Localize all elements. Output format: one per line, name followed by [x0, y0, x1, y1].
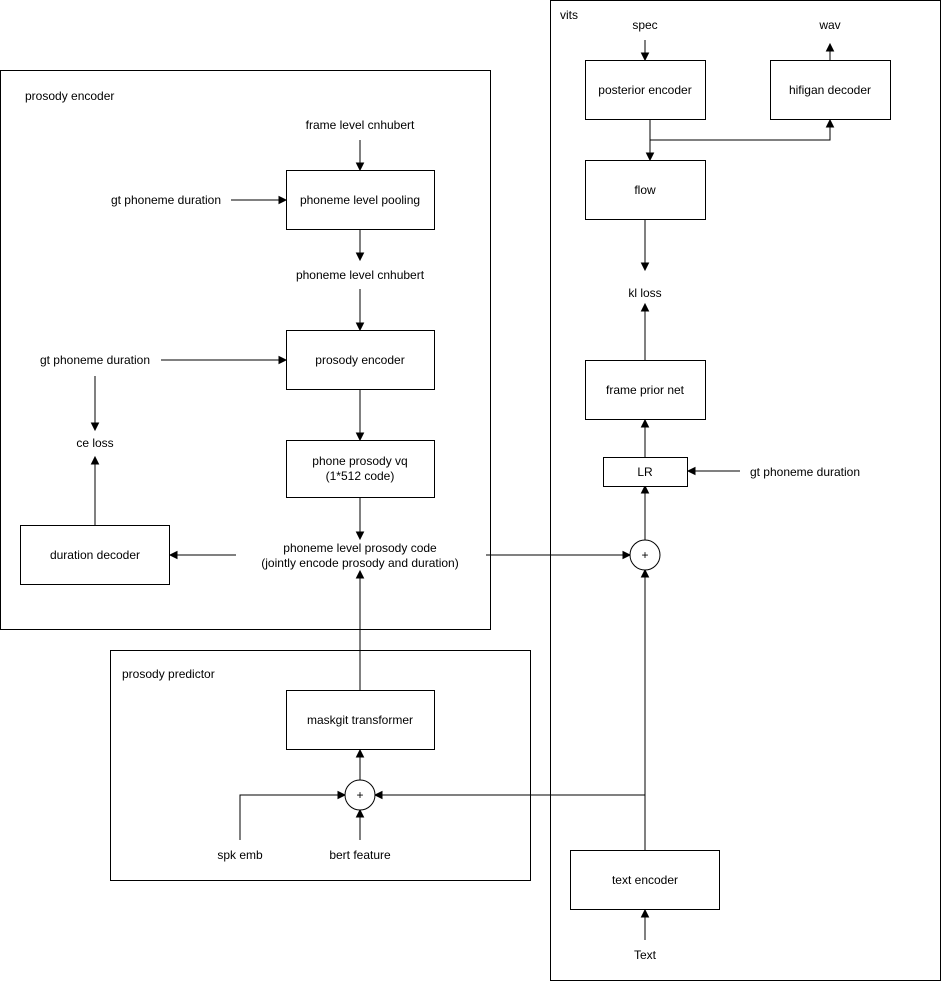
vits-group-label: vits: [560, 8, 578, 22]
arrowhead: [355, 531, 365, 541]
phoneme-level-pooling-box: [286, 170, 435, 230]
hifigan-decoder-label: hifigan decoder: [789, 83, 871, 97]
arrowhead: [640, 302, 650, 312]
arrowhead: [622, 550, 632, 560]
lr-box: [603, 457, 688, 487]
arrowhead: [825, 42, 835, 52]
kl-loss-label: kl loss: [628, 286, 661, 300]
hifigan-decoder-box: [770, 60, 891, 120]
arrowhead: [373, 790, 383, 800]
arrowhead: [640, 908, 650, 918]
arrowhead: [640, 568, 650, 578]
gt-phoneme-duration-label: gt phoneme duration: [111, 193, 221, 207]
frame-level-cnhubert-label: frame level cnhubert: [306, 118, 415, 132]
phoneme-level-cnhubert-label: phoneme level cnhubert: [296, 268, 425, 282]
text-encoder-label: text encoder: [612, 873, 678, 887]
arrowhead: [355, 252, 365, 262]
arrowhead: [355, 162, 365, 172]
arrowhead: [90, 455, 100, 465]
arrowhead: [278, 195, 288, 205]
edge-spkemb-to-predplus: [239, 794, 339, 840]
arrowhead: [355, 748, 365, 758]
maskgit-transformer-label: maskgit transformer: [307, 713, 413, 727]
arrowhead: [640, 262, 650, 272]
arrowhead: [278, 355, 288, 365]
spk-emb-label: spk emb: [217, 848, 263, 862]
prosody-encoder-box: [286, 330, 435, 390]
gt-phoneme-duration-label: gt phoneme duration: [40, 353, 150, 367]
posterior-encoder-label: posterior encoder: [598, 83, 691, 97]
duration-decoder-box: [20, 525, 170, 585]
phone-prosody-vq-sublabel: (1*512 code): [326, 469, 395, 483]
flow-box: [585, 160, 706, 220]
prosody-encoder-group-label: prosody encoder: [25, 89, 114, 103]
predictor-plus-node: [344, 779, 376, 811]
gt-phoneme-duration-label: gt phoneme duration: [750, 465, 860, 479]
phoneme-level-pooling-label: phoneme level pooling: [300, 193, 420, 207]
arrowhead: [355, 808, 365, 818]
arrowhead: [640, 418, 650, 428]
prosody-encoder-group: [0, 70, 491, 630]
phone-prosody-vq-label: phone prosody vq: [312, 454, 407, 468]
ce-loss-label: ce loss: [76, 436, 113, 450]
arrowhead: [355, 432, 365, 442]
posterior-encoder-box: [585, 60, 706, 120]
wav-label: wav: [818, 18, 840, 32]
vits-plus-label: +: [641, 548, 648, 562]
arrowhead: [686, 466, 696, 476]
vits-group: [550, 0, 941, 981]
edge-textenc-to-predplus: [381, 794, 646, 850]
arrowhead: [90, 422, 100, 432]
text-input-label: Text: [634, 948, 657, 962]
frame-prior-net-box: [585, 360, 706, 420]
bert-feature-label: bert feature: [329, 848, 391, 862]
prosody-encoder-box-label: prosody encoder: [315, 353, 404, 367]
phone-prosody-vq-box: [286, 440, 435, 498]
lr-label: LR: [637, 465, 653, 479]
spec-label: spec: [632, 18, 657, 32]
edge-posterior-to-hifigan: [650, 127, 831, 141]
arrowhead: [337, 790, 347, 800]
arrowhead: [645, 152, 655, 162]
arrowhead: [825, 118, 835, 128]
arrowhead: [640, 52, 650, 62]
prosody-predictor-group: [110, 650, 531, 881]
prosody-code-sublabel: (jointly encode prosody and duration): [261, 556, 458, 570]
flow-label: flow: [634, 183, 656, 197]
text-encoder-box: [570, 850, 720, 910]
frame-prior-net-label: frame prior net: [606, 383, 685, 397]
arrowhead: [355, 569, 365, 579]
vits-plus-node: [629, 539, 661, 571]
duration-decoder-label: duration decoder: [50, 548, 140, 562]
prosody-code-label: phoneme level prosody code: [283, 541, 437, 555]
arrowhead: [168, 550, 178, 560]
arrowhead: [355, 322, 365, 332]
predictor-plus-label: +: [356, 788, 363, 802]
prosody-predictor-group-label: prosody predictor: [122, 667, 215, 681]
arrowhead: [640, 484, 650, 494]
maskgit-transformer-box: [286, 690, 435, 750]
